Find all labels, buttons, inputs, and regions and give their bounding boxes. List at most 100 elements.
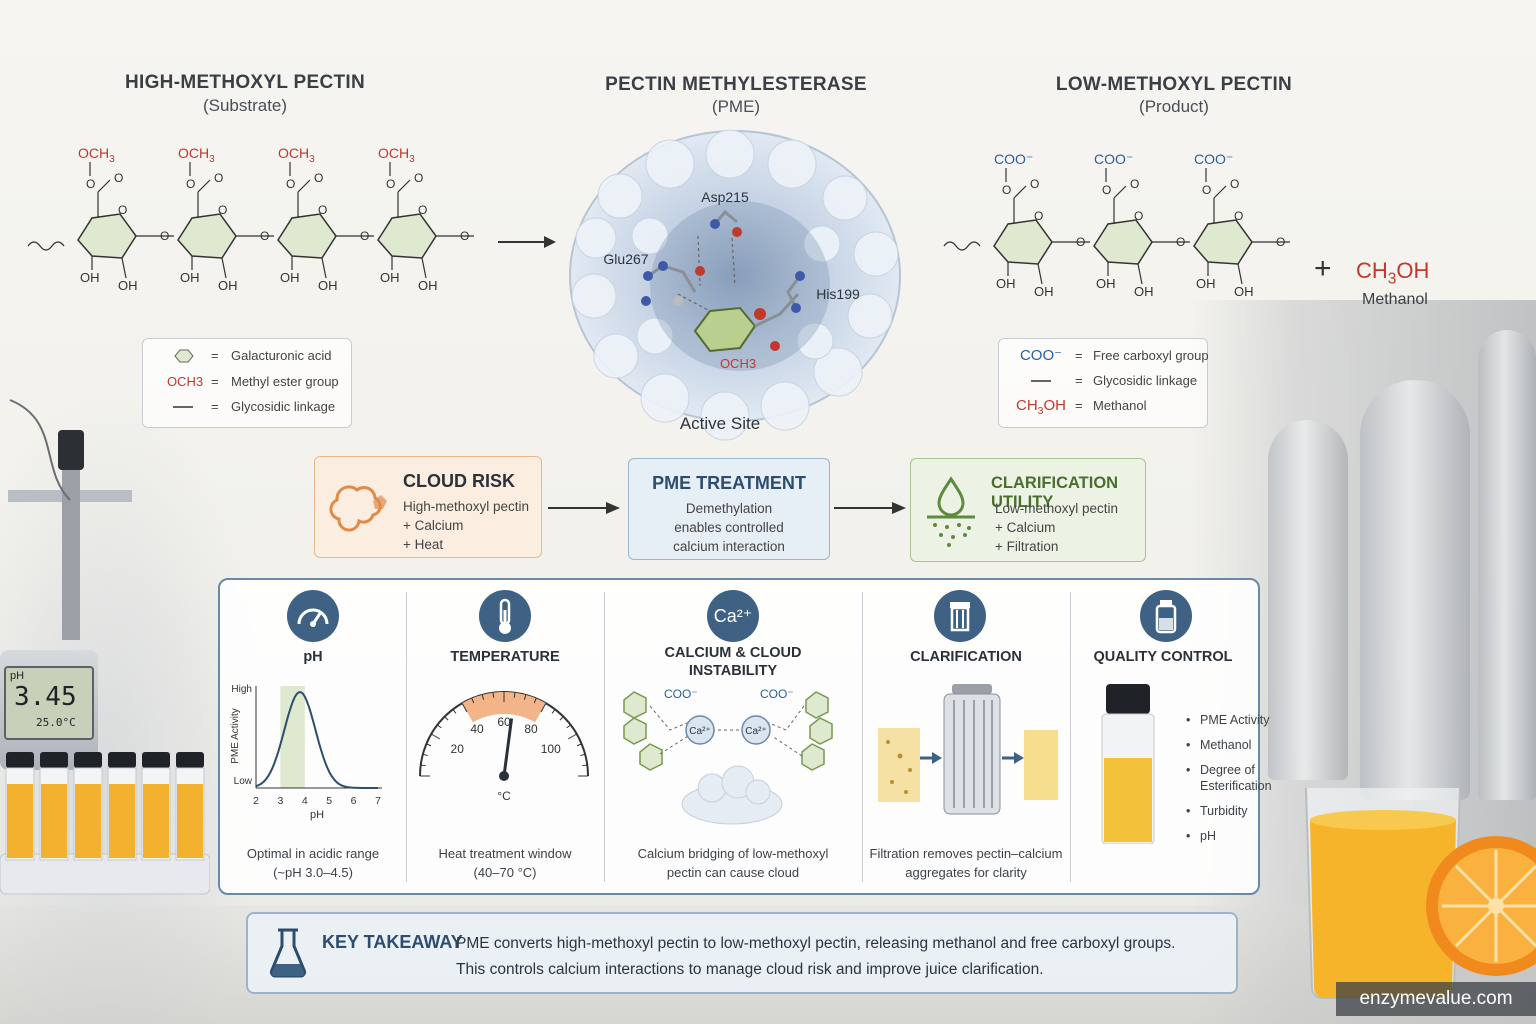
quality-control-column: QUALITY CONTROL •PME Activity•Methanol•D…: [1070, 580, 1272, 893]
temperature-caption: Heat treatment window (40–70 °C): [406, 844, 604, 882]
panel-divider: [604, 592, 605, 882]
x-tick-label: 3: [277, 795, 283, 807]
quality-item: • Methanol: [1186, 737, 1292, 753]
carbonyl-oxygen: O: [414, 171, 423, 185]
flow-line: + Calcium: [403, 518, 464, 533]
legend-equals: =: [211, 399, 219, 414]
caption-line: (~pH 3.0–4.5): [273, 865, 353, 880]
caption-line: Calcium bridging of low-methoxyl: [637, 846, 829, 861]
hydroxyl-label: OH: [1196, 276, 1216, 291]
ester-oxygen: O: [86, 177, 95, 191]
quality-item-label: Methanol: [1200, 738, 1252, 752]
legend-equals: =: [1075, 348, 1083, 363]
legend-text: Methyl ester group: [231, 374, 339, 389]
gauge-tick-label: 80: [524, 722, 538, 736]
hydroxyl-label: OH: [318, 278, 338, 293]
legend-equals: =: [211, 374, 219, 389]
functional-group-label: OCH3: [178, 145, 215, 165]
calcium-title: CALCIUM & CLOUD INSTABILITY: [604, 644, 862, 680]
product-legend: COO⁻ = Free carboxyl group = Glycosidic …: [998, 338, 1209, 428]
key-takeaway-title: KEY TAKEAWAY: [322, 932, 463, 952]
linkage-oxygen: O: [160, 229, 169, 243]
hydroxyl-label: OH: [280, 270, 300, 285]
x-tick-label: 6: [351, 795, 357, 807]
ph-meter-screen: pH 3.45 25.0°C: [4, 666, 94, 740]
vial: [175, 752, 205, 861]
gauge-tick-label: 40: [470, 722, 484, 736]
ph-meter: pH 3.45 25.0°C: [0, 650, 98, 770]
bullet-icon: •: [1186, 738, 1191, 752]
temperature-title: TEMPERATURE: [450, 649, 560, 665]
hydroxyl-label: OH: [118, 278, 138, 293]
hydroxyl-label: OH: [80, 270, 100, 285]
gauge-unit: °C: [497, 789, 511, 803]
ph-caption: Optimal in acidic range (~pH 3.0–4.5): [220, 844, 406, 882]
steel-tank: [1478, 330, 1536, 800]
calcium-ion-label: Ca²⁺: [689, 726, 710, 737]
caption-line: Filtration removes pectin–calcium: [869, 846, 1063, 861]
clarification-column: CLARIFICATION Filtration removes pectin–…: [862, 580, 1070, 893]
linkage-oxygen: O: [1276, 235, 1285, 249]
x-tick-label: 7: [375, 795, 381, 807]
caption-line: Optimal in acidic range: [246, 846, 380, 861]
vial: [39, 752, 69, 861]
caption-line: pectin can cause cloud: [666, 865, 800, 880]
flow-arrow-icon: [548, 502, 620, 514]
gauge-needle: [502, 718, 514, 777]
substrate-legend: = Galacturonic acid OCH3 = Methyl ester …: [142, 338, 352, 428]
flow-line: High-methoxyl pectin: [403, 499, 530, 514]
ph-meter-temp: 25.0°C: [36, 716, 76, 729]
ester-oxygen: O: [186, 177, 195, 191]
clarification-caption: Filtration removes pectin–calcium aggreg…: [862, 844, 1070, 882]
panel-divider: [1070, 592, 1071, 882]
ring-oxygen: O: [318, 203, 327, 217]
pme-enzyme-structure: Asp215 Glu267 His199 OCH3: [569, 129, 901, 441]
flow-line: + Heat: [403, 537, 444, 552]
legend-text: Galacturonic acid: [231, 348, 332, 363]
panel-divider: [406, 592, 407, 882]
hydroxyl-label: OH: [180, 270, 200, 285]
calcium-bridging-diagram: Ca²⁺ Ca²⁺ COO⁻ COO⁻: [623, 687, 833, 825]
linkage-oxygen: O: [460, 229, 469, 243]
product-subtitle: (Product): [1139, 97, 1209, 116]
y-low-label: Low: [234, 776, 253, 787]
gauge-tick-label: 60: [497, 715, 511, 729]
functional-group-label: OCH3: [78, 145, 115, 165]
caption-line: (40–70 °C): [473, 865, 537, 880]
carbonyl-oxygen: O: [1030, 177, 1039, 191]
plus-sign: +: [1314, 252, 1332, 285]
hydroxyl-label: OH: [1134, 284, 1154, 299]
x-axis-label: pH: [310, 809, 324, 821]
ester-oxygen: O: [386, 177, 395, 191]
hexagon-icon: [174, 349, 194, 363]
legend-text: Methanol: [1093, 398, 1147, 413]
activity-curve: [255, 691, 378, 789]
pme-treatment-box: PME TREATMENT Demethylation enables cont…: [628, 458, 830, 560]
ph-probe-stand: [8, 399, 132, 640]
quality-item: •PME Activity: [1186, 712, 1292, 728]
quality-item-label: Turbidity: [1200, 804, 1248, 818]
bullet-icon: •: [1186, 829, 1191, 843]
substrate-subtitle: (Substrate): [202, 96, 288, 115]
droplet-filter-icon: [927, 476, 975, 547]
calcium-ion-label: Ca²⁺: [745, 726, 766, 737]
bullet-icon: •: [1186, 713, 1191, 727]
clarification-title: CLARIFICATION: [910, 649, 1022, 665]
ph-meter-label: pH: [10, 670, 25, 682]
cloud-risk-box: CLOUD RISK High-methoxyl pectin + Calciu…: [314, 456, 542, 558]
ring-oxygen: O: [1234, 209, 1243, 223]
quality-item: •Degree of Esterification: [1186, 762, 1292, 794]
ph-meter-reading: 3.45: [14, 682, 77, 712]
title-line: INSTABILITY: [688, 663, 778, 679]
functional-group-label: OCH3: [378, 145, 415, 165]
ester-oxygen: O: [286, 177, 295, 191]
functional-group-label: COO⁻: [1094, 151, 1133, 167]
calcium-column: Ca²⁺ CALCIUM & CLOUD INSTABILITY Ca²⁺ Ca…: [604, 580, 862, 893]
thermometer-icon: [479, 590, 531, 642]
legend-symbol: COO⁻: [1019, 347, 1063, 364]
legend-equals: =: [1075, 373, 1083, 388]
carbonyl-oxygen: O: [214, 171, 223, 185]
